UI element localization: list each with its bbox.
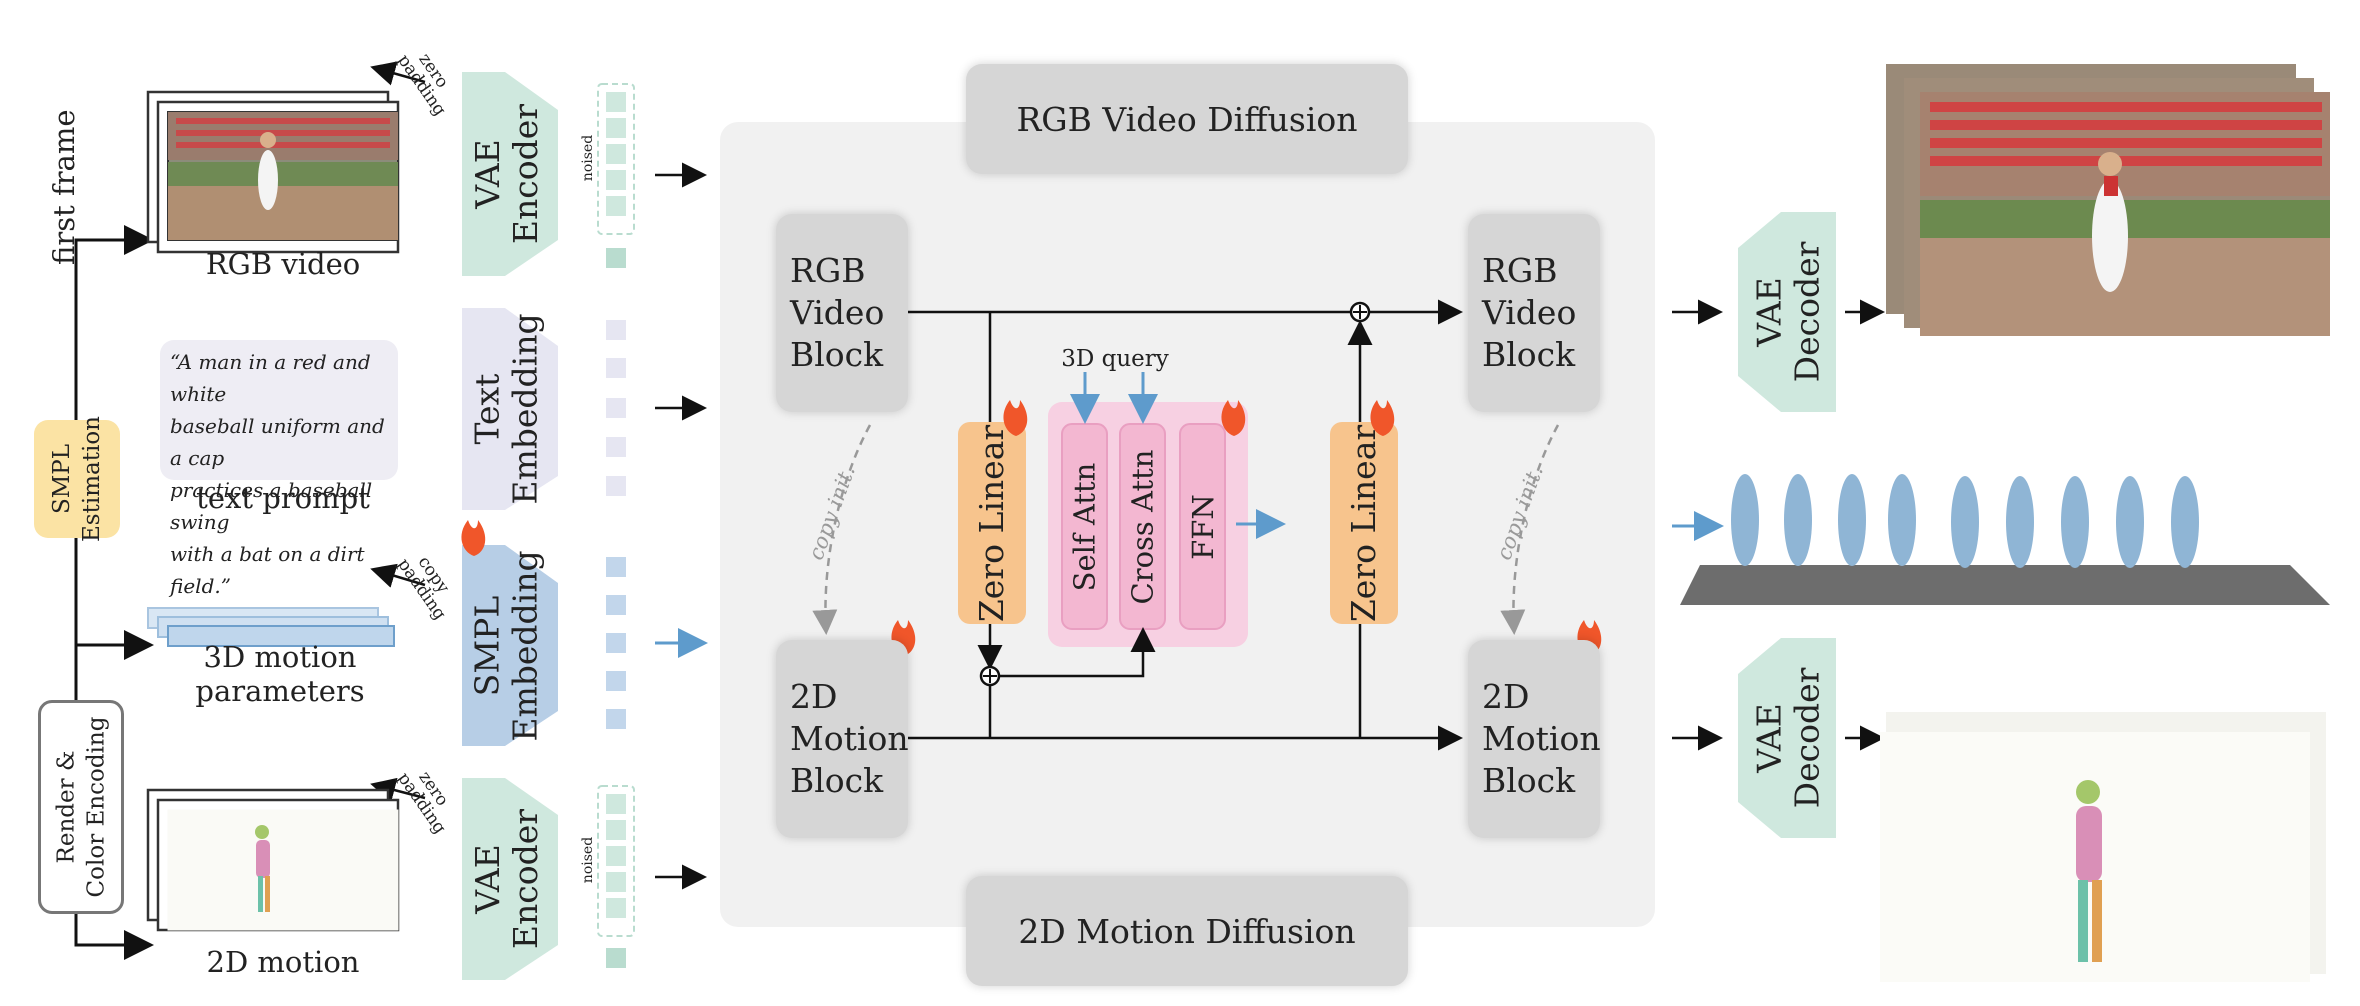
vae-decoder-bottom-shape <box>1738 638 1836 838</box>
noised-label-top: noised <box>580 134 596 182</box>
noised-label-bottom: noised <box>580 836 596 884</box>
motion-2d-diffusion-header: 2D Motion Diffusion <box>966 876 1408 986</box>
copy-init-right <box>1500 424 1560 635</box>
first-frame-arrow <box>74 225 154 432</box>
zero-padding-arrow-top <box>370 61 426 86</box>
copy-padding-arrow <box>370 563 426 588</box>
motion-frame-front <box>167 809 399 931</box>
motion-2d-block-right: 2D Motion Block <box>1468 640 1601 838</box>
motion-3d-figures <box>1731 474 2199 568</box>
plus-to-cross-attn <box>999 627 1156 678</box>
vae-decoder-top-shape <box>1738 212 1836 412</box>
first-frame-label: first frame <box>47 109 81 265</box>
zero-linear-left-box <box>958 422 1026 624</box>
text-prompt-caption: text prompt <box>196 481 370 515</box>
motion2d-arrow <box>74 522 154 960</box>
tokens-smpl <box>606 557 626 729</box>
smpl-embedding-shape <box>462 545 558 746</box>
tokens-text <box>606 320 626 496</box>
self-attn-label: Self Attn <box>1067 462 1102 591</box>
motion-3d-ground <box>1680 565 2330 605</box>
param-slab-1 <box>167 625 395 647</box>
rgb-output-frames <box>1886 64 2330 336</box>
ffn-label: FFN <box>1185 493 1220 560</box>
motion-params-caption: 3D motion parameters <box>195 640 365 708</box>
zero-linear-right: Zero Linear <box>1344 424 1384 622</box>
text-embedding-shape <box>462 308 558 510</box>
tokens-rgb <box>597 83 635 268</box>
zero-padding-arrow-bottom <box>370 777 426 803</box>
smpl-estimation-box: SMPL Estimation <box>34 416 120 542</box>
cross-attn-label: Cross Attn <box>1125 449 1160 604</box>
rgb-video-block-right: RGB Video Block <box>1468 214 1600 412</box>
motion-2d-caption: 2D motion <box>206 945 360 979</box>
copy-init-left <box>812 424 872 635</box>
query-3d-label: 3D query <box>1061 346 1169 372</box>
motion-2d-block-left: 2D Motion Block <box>776 640 909 838</box>
motion-figure-small <box>255 825 270 912</box>
zero-linear-left: Zero Linear <box>972 424 1012 622</box>
zero-linear-right-box <box>1330 422 1398 624</box>
rgb-video-block-left: RGB Video Block <box>776 214 908 412</box>
tokens-motion <box>597 785 635 968</box>
rgb-video-diffusion-header: RGB Video Diffusion <box>966 64 1408 174</box>
vae-encoder-top-shape <box>462 72 558 276</box>
self-attn-box <box>1061 423 1108 630</box>
rgb-video-caption: RGB video <box>205 247 361 281</box>
vae-encoder-bottom-shape <box>462 778 558 980</box>
motion-out-figure <box>2076 780 2102 962</box>
render-color-encoding-box: Render & Color Encoding <box>38 700 124 914</box>
rgb-frame-front <box>167 111 399 241</box>
ffn-box <box>1179 423 1226 630</box>
text-prompt-box: “A man in a red and white baseball unifo… <box>160 340 398 598</box>
